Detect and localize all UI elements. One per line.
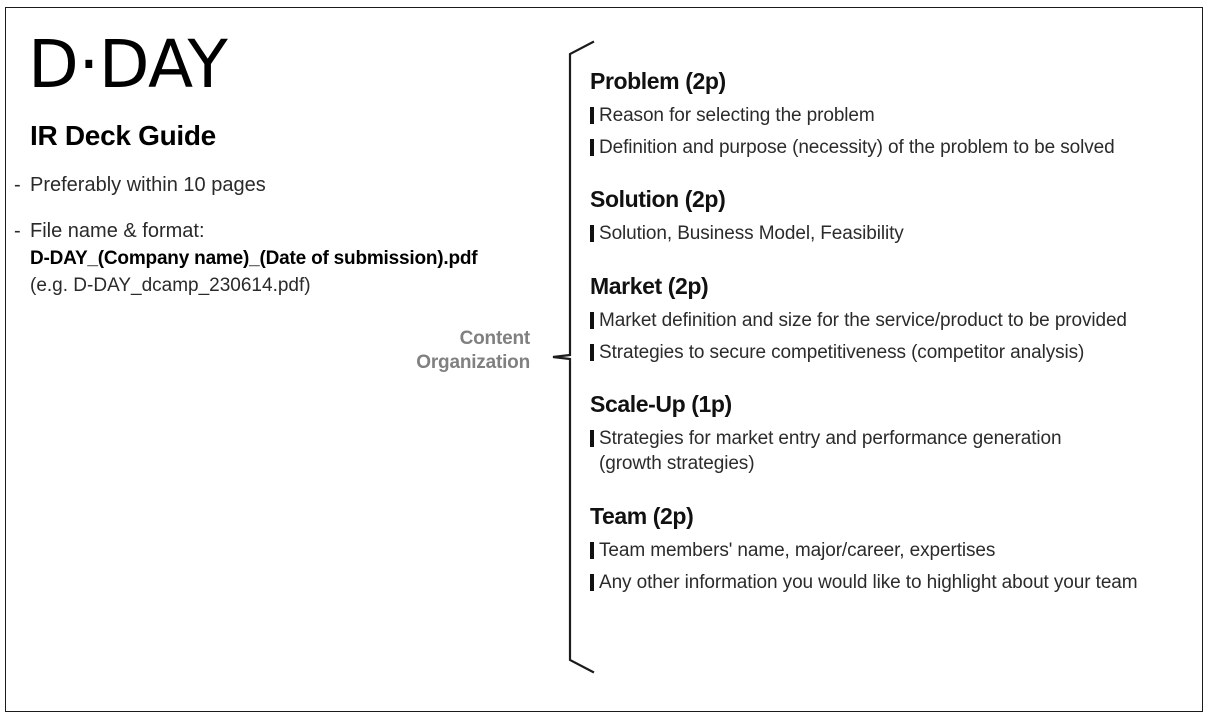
bullet-text: Team members' name, major/career, expert… bbox=[599, 539, 996, 561]
bullet-item: Market definition and size for the servi… bbox=[590, 309, 1190, 334]
bullet-item: Any other information you would like to … bbox=[590, 571, 1190, 596]
section-heading: Solution (2p) bbox=[590, 186, 726, 213]
sections-column: Problem (2p) Reason for selecting the pr… bbox=[590, 68, 1190, 602]
bullet-text: Reason for selecting the problem bbox=[599, 105, 875, 126]
bullet-text: Definition and purpose (necessity) of th… bbox=[599, 136, 1115, 158]
filename-example-line: (e.g. D-DAY_dcamp_230614.pdf) bbox=[30, 274, 311, 296]
section-heading: Market (2p) bbox=[590, 273, 709, 300]
bar-bullet-icon bbox=[590, 107, 594, 124]
content-organization-label: Content Organization bbox=[340, 327, 530, 376]
bullet-item: Definition and purpose (necessity) of th… bbox=[590, 136, 1190, 161]
section-heading: Problem (2p) bbox=[590, 68, 726, 94]
bar-bullet-icon bbox=[590, 225, 594, 243]
section-problem: Problem (2p) Reason for selecting the pr… bbox=[590, 68, 1190, 160]
bullet-item: Strategies to secure competitiveness (co… bbox=[590, 341, 1190, 366]
bullet-text: Solution, Business Model, Feasibility bbox=[599, 223, 904, 245]
bar-bullet-icon bbox=[590, 312, 594, 330]
brand-title: D·DAY bbox=[28, 26, 228, 103]
page-border bbox=[5, 7, 1203, 712]
dash-bullet-icon: - bbox=[14, 174, 21, 196]
deck-subtitle: IR Deck Guide bbox=[30, 120, 216, 151]
section-heading: Scale-Up (1p) bbox=[590, 391, 732, 418]
section-heading: Team (2p) bbox=[590, 502, 694, 529]
section-market: Market (2p) Market definition and size f… bbox=[590, 273, 1190, 365]
bullet-text: Any other information you would like to … bbox=[599, 571, 1138, 593]
bar-bullet-icon bbox=[590, 573, 594, 591]
guideline-filename-block: File name & format: D-DAY_(Company name)… bbox=[30, 218, 544, 298]
bullet-item: Strategies for market entry and performa… bbox=[590, 427, 1190, 476]
section-solution: Solution (2p) Solution, Business Model, … bbox=[590, 186, 1190, 247]
bar-bullet-icon bbox=[590, 541, 594, 559]
bullet-text: Strategies to secure competitiveness (co… bbox=[599, 341, 1085, 363]
section-team: Team (2p) Team members' name, major/care… bbox=[590, 503, 1190, 595]
filename-format-line: D-DAY_(Company name)_(Date of submission… bbox=[30, 247, 478, 269]
dash-bullet-icon: - bbox=[14, 220, 21, 243]
guideline-text-pages: Preferably within 10 pages bbox=[30, 174, 266, 196]
section-scale-up: Scale-Up (1p) Strategies for market entr… bbox=[590, 391, 1190, 476]
bullet-item: Reason for selecting the problem bbox=[590, 104, 1190, 129]
guideline-text-filename: File name & format: bbox=[30, 220, 205, 243]
bullet-item: Team members' name, major/career, expert… bbox=[590, 539, 1190, 564]
guideline-item-filename: - File name & format: D-DAY_(Company nam… bbox=[14, 218, 544, 298]
callout-line-2: Organization bbox=[416, 352, 530, 374]
bar-bullet-icon bbox=[590, 343, 594, 361]
bar-bullet-icon bbox=[590, 430, 594, 448]
bullet-item: Solution, Business Model, Feasibility bbox=[590, 222, 1190, 247]
guideline-item-pages: - Preferably within 10 pages bbox=[14, 172, 544, 198]
bar-bullet-icon bbox=[590, 138, 594, 156]
callout-line-1: Content bbox=[459, 328, 531, 349]
left-column: D·DAY IR Deck Guide - Preferably within … bbox=[14, 22, 544, 298]
bullet-text: Market definition and size for the servi… bbox=[599, 310, 1127, 332]
bullet-text: Strategies for market entry and performa… bbox=[599, 428, 1062, 475]
